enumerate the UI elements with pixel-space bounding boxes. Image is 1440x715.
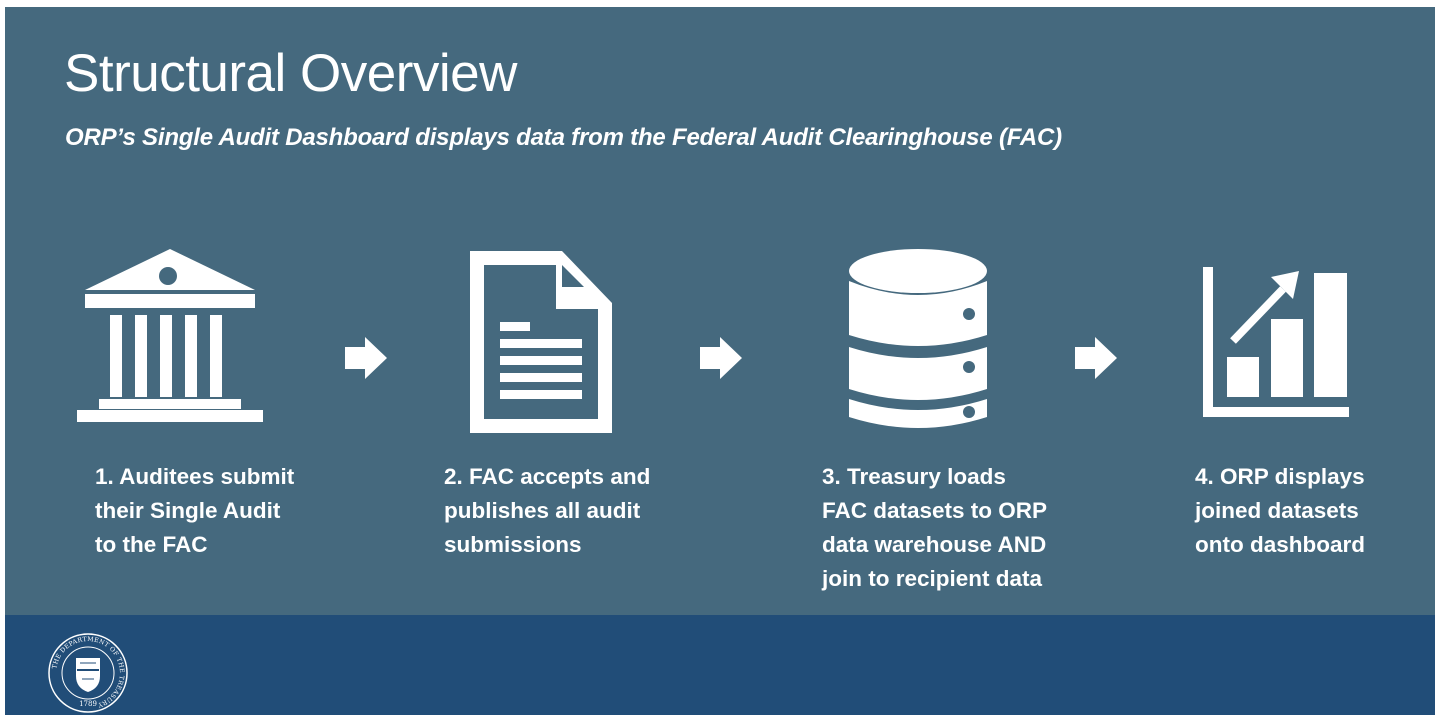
step-2-line: submissions (444, 532, 582, 557)
step-4-line: onto dashboard (1195, 532, 1365, 557)
document-icon (470, 251, 612, 433)
step-3-line: join to recipient data (822, 566, 1043, 591)
step-3-text: 3. Treasury loads FAC datasets to ORP da… (822, 460, 1047, 596)
building-icon (77, 249, 263, 422)
step-1-text: 1. Auditees submit their Single Audit to… (95, 460, 294, 562)
step-4-text: 4. ORP displays joined datasets onto das… (1195, 460, 1365, 562)
step-3-line: FAC datasets to ORP (822, 498, 1048, 523)
arrow-right-icon (700, 337, 742, 379)
step-4-line: 4. ORP displays (1195, 464, 1365, 489)
database-icon (849, 249, 987, 428)
seal-year: 1789 (79, 700, 97, 708)
arrow-right-icon (1075, 337, 1117, 379)
arrow-right-icon (345, 337, 387, 379)
page-subtitle: ORP’s Single Audit Dashboard displays da… (65, 124, 1062, 151)
step-3-line: 3. Treasury loads (822, 464, 1006, 489)
page-title: Structural Overview (64, 44, 517, 103)
step-2-line: 2. FAC accepts and (444, 464, 651, 489)
bar-chart-icon (1203, 267, 1349, 417)
treasury-seal-icon: THE DEPARTMENT OF THE TREASURY 1789 (48, 633, 128, 713)
step-1-line: 1. Auditees submit (95, 464, 295, 489)
step-1-line: to the FAC (95, 532, 208, 557)
step-3-line: data warehouse AND (822, 532, 1047, 557)
footer-band: THE DEPARTMENT OF THE TREASURY 1789 (5, 615, 1435, 715)
step-2-text: 2. FAC accepts and publishes all audit s… (444, 460, 650, 562)
step-2-line: publishes all audit (444, 498, 641, 523)
step-1-line: their Single Audit (95, 498, 281, 523)
slide: Structural Overview ORP’s Single Audit D… (5, 7, 1435, 715)
step-4-line: joined datasets (1195, 498, 1359, 523)
